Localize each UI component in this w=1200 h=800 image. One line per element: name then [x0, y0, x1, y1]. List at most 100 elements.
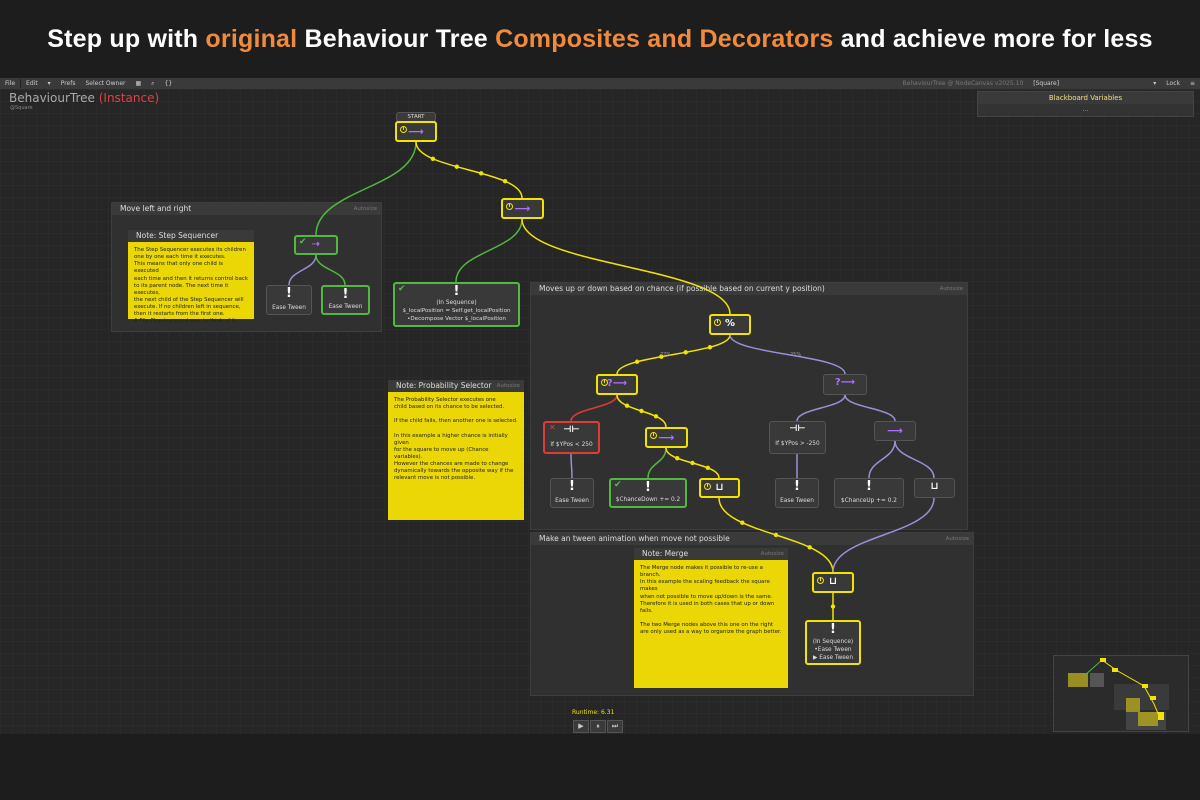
edge-stepseq-to-tween1 — [288, 254, 317, 286]
toolbar-divider — [20, 79, 22, 88]
failure-icon: ✕ — [549, 423, 556, 432]
edge-flow-dot — [807, 545, 812, 550]
edge-sequp-to-mergeright — [894, 440, 935, 479]
sequencer-node-down[interactable]: ⟶ — [645, 427, 688, 448]
clock-icon — [601, 379, 608, 386]
sequencer-arrow-icon: ⟶ — [408, 125, 424, 138]
edge-flow-dot — [683, 350, 688, 355]
selector-icon: ?⟶ — [834, 377, 856, 388]
chance-down-node[interactable]: ✔ ! $ChanceDown += 0.2 — [609, 478, 687, 508]
minimap[interactable] — [1053, 655, 1189, 732]
condition-node-ypos-gt[interactable]: ⊣⊢ If $YPos > -250 — [769, 421, 826, 454]
node-line-2: •Decompose Vector $_localPosition — [407, 316, 506, 322]
note-title: Note: Step Sequencer — [128, 230, 254, 242]
ease-tween-node-2[interactable]: ! Ease Tween — [321, 285, 370, 315]
check-icon: ✔ — [398, 284, 406, 294]
runtime-label: Runtime: 6.31 — [572, 709, 615, 716]
edge-flow-dot — [659, 354, 664, 359]
search-icon[interactable]: ⌕ — [151, 79, 155, 87]
node-label: Ease Tween — [555, 498, 589, 504]
node-title: (In Sequence) — [812, 639, 854, 645]
select-owner-button[interactable]: Select Owner — [85, 80, 126, 87]
chance-label-right: 25% — [790, 352, 802, 358]
edge-selright-to-condgt — [796, 394, 846, 422]
ease-tween-node-4[interactable]: ! Ease Tween — [775, 478, 819, 508]
note-body: The Merge node makes it possible to re-u… — [640, 565, 782, 636]
autosize-button[interactable]: Autosize — [945, 536, 969, 542]
clock-icon — [506, 203, 513, 210]
group-title: Make an tween animation when move not po… — [539, 534, 730, 543]
lock-toggle[interactable]: Lock — [1166, 80, 1180, 87]
edge-root-to-stepseq — [315, 141, 417, 236]
clock-icon — [400, 126, 407, 133]
edge-root-to-main — [415, 141, 523, 199]
action-icon: ! — [342, 287, 349, 302]
node-label: If $YPos > -250 — [775, 441, 820, 447]
autosize-button[interactable]: Autosize — [760, 551, 784, 557]
action-icon: ! — [645, 480, 651, 495]
sequencer-arrow-icon: ⟶ — [887, 424, 903, 437]
edge-main-to-inseq — [455, 218, 523, 283]
edit-menu[interactable]: Edit — [26, 80, 38, 87]
step-sequencer-node[interactable]: ✔ ⇢ — [294, 235, 338, 255]
note-body: The Step Sequencer executes its children… — [134, 247, 248, 325]
selector-icon: ?⟶ — [606, 378, 628, 389]
node-label: Ease Tween — [328, 304, 363, 310]
final-sequence-node[interactable]: ! (In Sequence) •Ease Tween ▶ Ease Tween — [805, 620, 861, 665]
selector-node-right[interactable]: ?⟶ — [823, 374, 867, 395]
menu-icon[interactable]: ≡ — [1189, 80, 1195, 87]
chance-label-left: 77% — [660, 352, 672, 358]
action-icon: ! — [286, 286, 292, 301]
banner-text-2: Behaviour Tree — [304, 24, 488, 53]
minimap-graphic — [1068, 658, 1169, 730]
selector-node-left[interactable]: ?⟶ — [596, 374, 638, 395]
lock-dropdown-icon[interactable]: ▾ — [1153, 80, 1157, 87]
autosize-button[interactable]: Autosize — [939, 286, 963, 292]
step-button[interactable]: ⏭ — [607, 720, 623, 733]
probability-selector-node[interactable]: % — [709, 314, 751, 335]
condition-icon: ⊣⊢ — [563, 425, 580, 435]
variables-button[interactable]: {} — [164, 80, 173, 87]
graph-icon[interactable]: ▦ — [135, 80, 142, 87]
edge-flow-dot — [634, 359, 640, 364]
blackboard-header[interactable]: Blackboard Variables — [978, 92, 1193, 104]
file-menu[interactable]: File — [5, 80, 16, 87]
note-body: The Probability Selector executes one ch… — [394, 397, 518, 482]
prefs-dropdown-icon[interactable]: ▾ — [47, 80, 51, 87]
merge-node-left[interactable]: ⊔ — [699, 478, 740, 498]
root-sequencer-node[interactable]: ⟶ — [395, 121, 437, 142]
edge-prob-to-selright — [729, 334, 846, 375]
in-sequence-node[interactable]: ✔ ! (In Sequence) $_localPosition = Self… — [393, 282, 520, 327]
action-icon: ! — [453, 284, 460, 299]
prefs-menu[interactable]: Prefs — [60, 80, 76, 87]
sequencer-arrow-icon: ⟶ — [658, 431, 675, 444]
graph-title: BehaviourTree (Instance) — [9, 91, 159, 105]
edge-flow-dot — [653, 414, 659, 419]
group-title: Move left and right — [120, 204, 192, 213]
group-title: Moves up or down based on chance (if pos… — [539, 284, 825, 293]
banner-highlight-original: original — [205, 24, 298, 53]
edge-selleft-to-condlt — [570, 394, 618, 422]
pause-button[interactable]: ⏸ — [590, 720, 606, 733]
chance-up-node[interactable]: ! $ChanceUp += 0.2 — [834, 478, 904, 508]
edge-flow-dot — [690, 460, 695, 466]
percent-icon: % — [724, 318, 736, 329]
blackboard-panel[interactable]: Blackboard Variables ... — [977, 91, 1194, 117]
merge-node-right[interactable]: ⊔ — [914, 478, 955, 498]
autosize-button[interactable]: Autosize — [353, 206, 377, 212]
autosize-button[interactable]: Autosize — [496, 383, 520, 389]
play-button[interactable]: ▶ — [573, 720, 589, 733]
edge-flow-dot — [773, 532, 779, 538]
ease-tween-node-1[interactable]: ! Ease Tween — [266, 285, 312, 315]
ease-tween-node-3[interactable]: ! Ease Tween — [550, 478, 594, 508]
main-sequencer-node[interactable]: ⟶ — [501, 198, 544, 219]
agent-select[interactable]: [Square] — [1033, 80, 1060, 87]
edge-selright-to-sequp — [844, 394, 896, 422]
note-step-sequencer[interactable]: Note: Step Sequencer The Step Sequencer … — [128, 230, 254, 324]
sequencer-node-up[interactable]: ⟶ — [874, 421, 916, 441]
condition-node-ypos-lt[interactable]: ✕ ⊣⊢ If $YPos < 250 — [543, 421, 600, 454]
merge-node-bottom[interactable]: ⊔ — [812, 572, 854, 593]
